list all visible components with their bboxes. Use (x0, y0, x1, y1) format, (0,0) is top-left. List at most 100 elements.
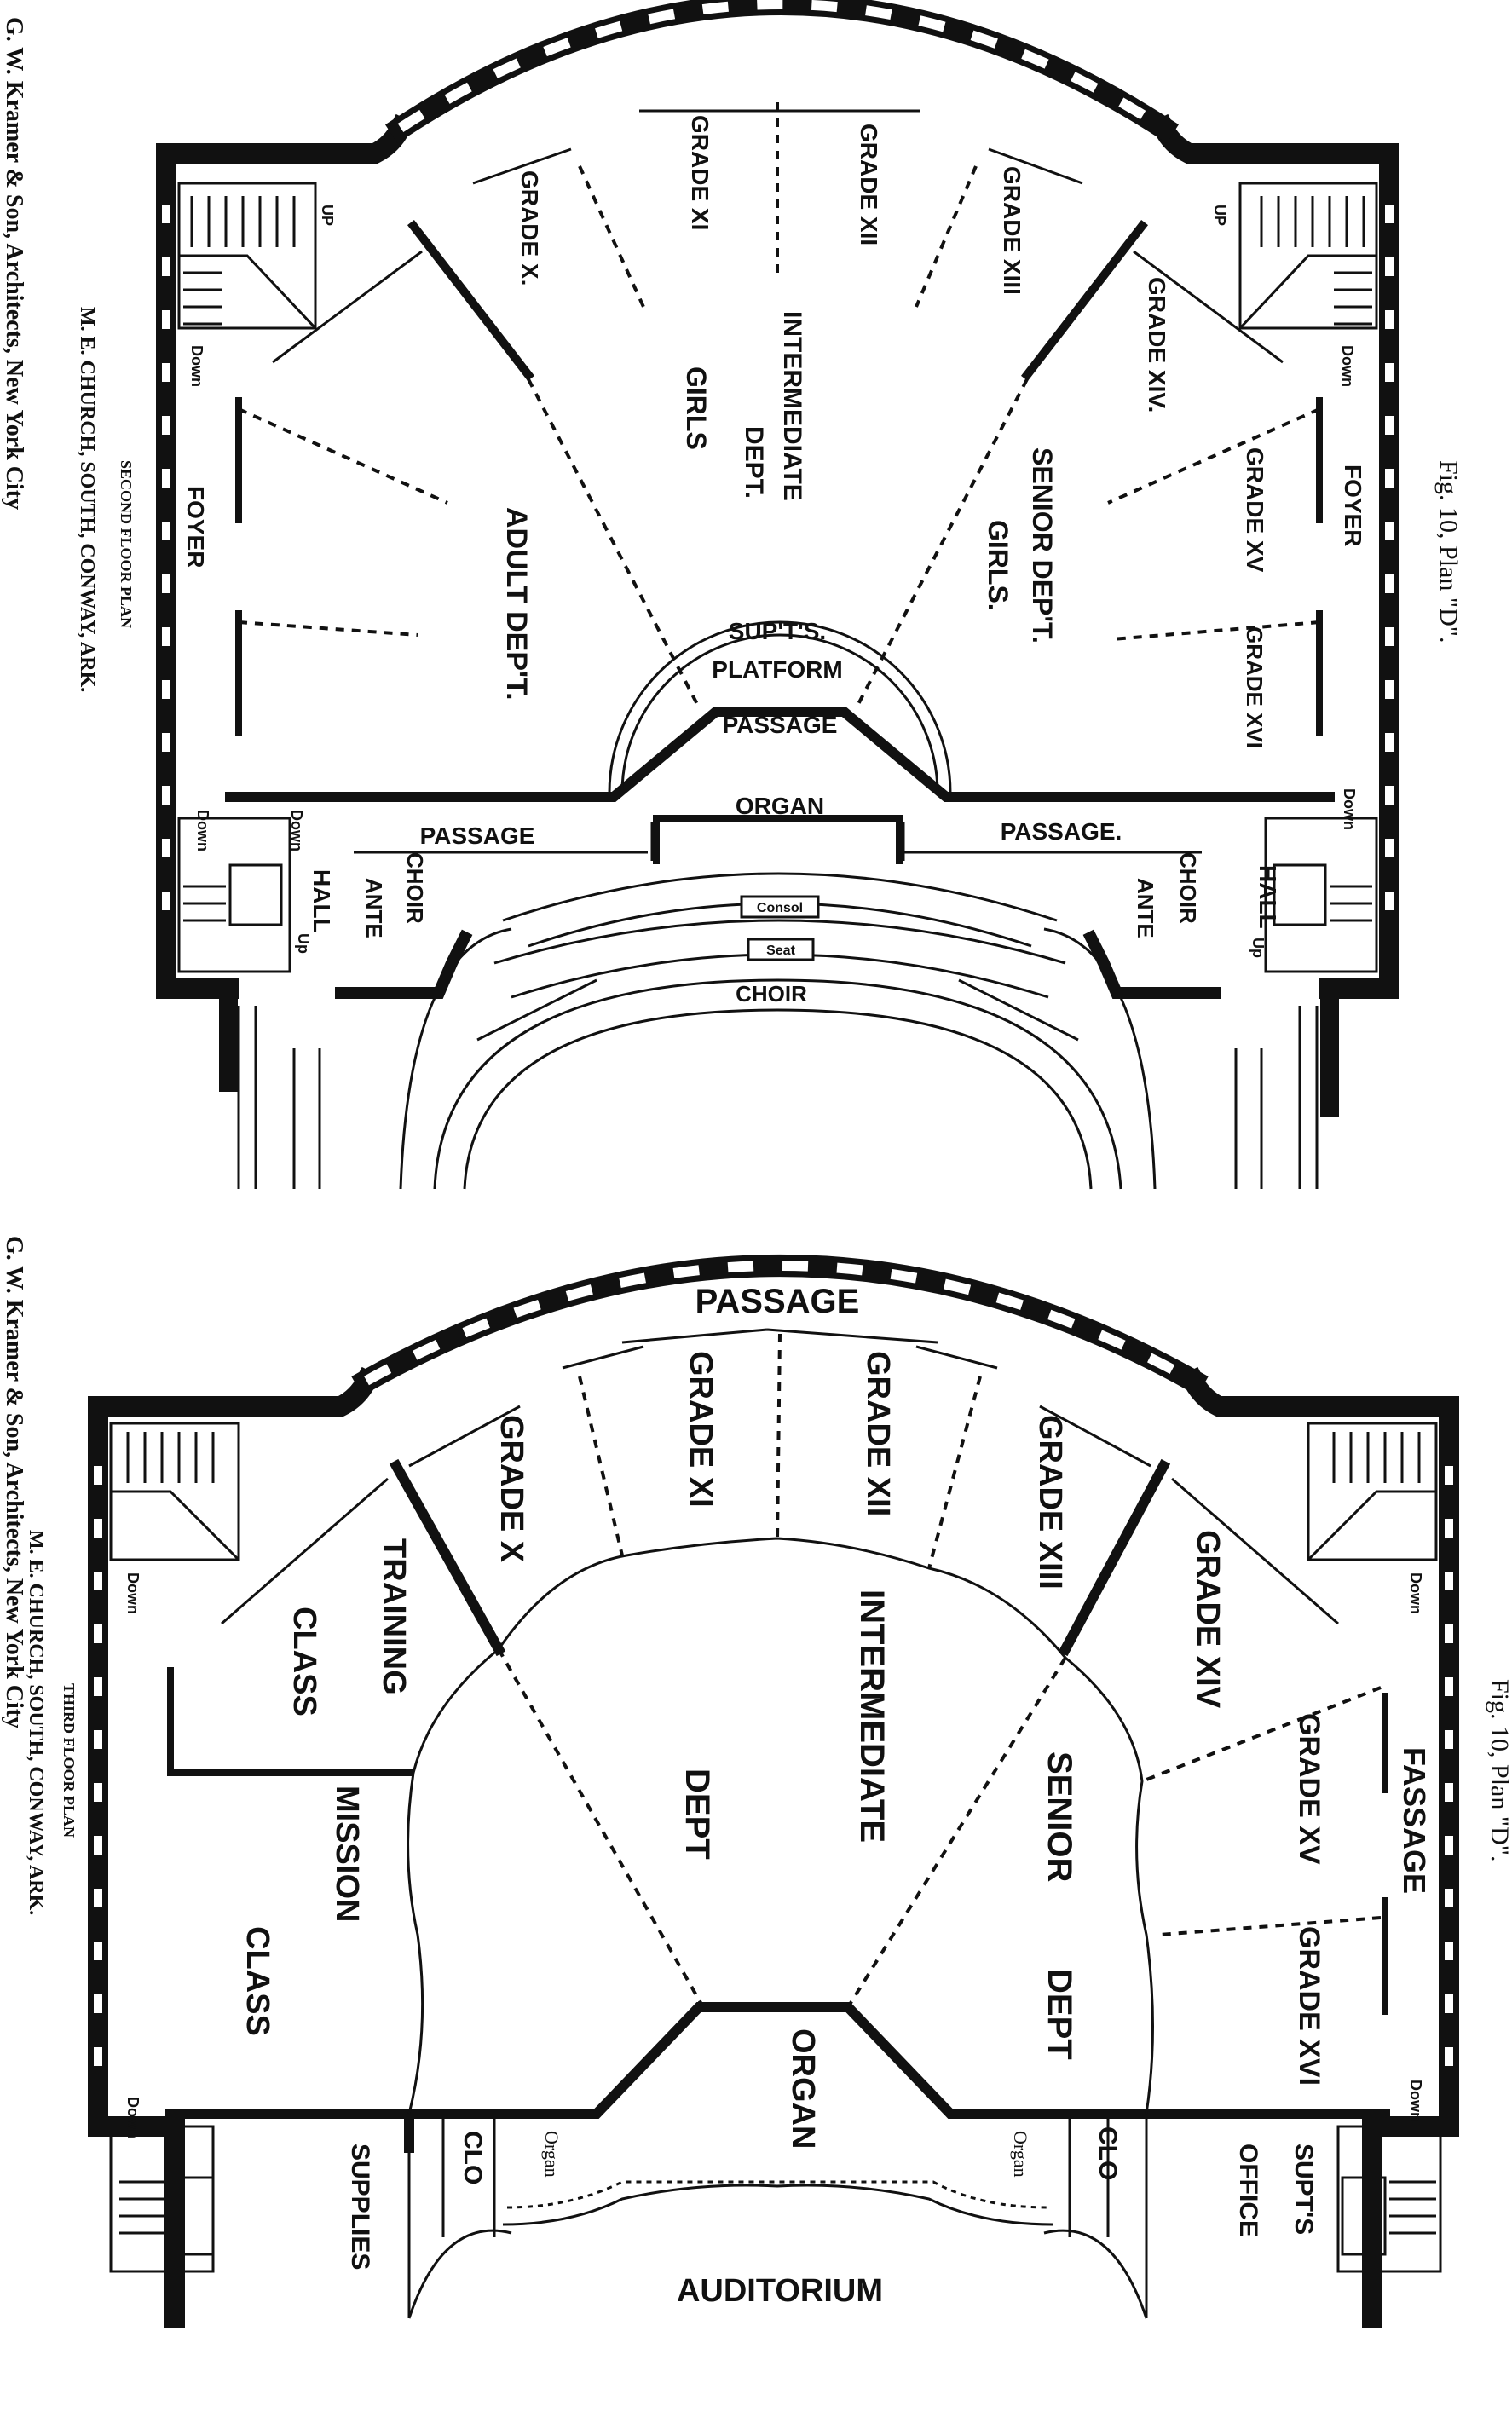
label-organ-lower: ORGAN (785, 2028, 821, 2149)
label-grade-xii: GRADE XII (856, 124, 882, 245)
room-labels-lower: PASSAGE GRADE X GRADE XI GRADE XII GRADE… (239, 1283, 1432, 2309)
label-girls: GIRLS (681, 366, 712, 450)
label-intermediate-lower: INTERMEDIATE (853, 1590, 891, 1843)
label-foyer-right: FOYER (1340, 465, 1366, 546)
caption-architects-2: G. W. Kramer & Son, Architects, New York… (1, 1236, 27, 1728)
lower-walls-upper (219, 979, 1339, 1189)
label-ante-right: ANTE (1133, 878, 1158, 938)
stair-lower-tl (109, 1422, 240, 1561)
label-training: TRAINING (376, 1538, 412, 1695)
caption-floor-2: THIRD FLOOR PLAN (61, 1683, 78, 1838)
label-grade-xiii: GRADE XIII (999, 166, 1025, 295)
label-intermediate: INTERMEDIATE (778, 311, 806, 501)
stair-lower-bl (109, 2125, 215, 2273)
label-training-class: CLASS (286, 1607, 322, 1717)
label-senior-lower: SENIOR (1041, 1751, 1078, 1882)
label-organ-small-left: Organ (541, 2131, 563, 2178)
label-up-tr: UP (1211, 205, 1228, 226)
label-auditorium: AUDITORIUM (677, 2273, 883, 2309)
third-floor-plan: PASSAGE GRADE X GRADE XI GRADE XII GRADE… (1, 1236, 1512, 2328)
label-grade-xi-lower: GRADE XI (683, 1351, 718, 1508)
label-grade-xii-lower: GRADE XII (860, 1351, 896, 1516)
label-clo-right: CLO (1094, 2126, 1122, 2180)
label-clo-left: CLO (459, 2131, 487, 2184)
label-grade-xiii-lower: GRADE XIII (1032, 1415, 1068, 1590)
second-floor-plan: GRADE X. GRADE XI GRADE XII GRADE XIII G… (1, 0, 1463, 1190)
label-down-tr-lower: Down (1407, 1572, 1424, 1614)
caption-figure-1: Fig. 10, Plan "D". (1434, 460, 1463, 643)
label-grade-xvi: GRADE XVI (1242, 626, 1267, 748)
label-passage-left: PASSAGE (420, 822, 535, 849)
label-supts: SUP'T'S. (729, 618, 826, 644)
label-ante-left: ANTE (361, 878, 387, 938)
label-passage-center: PASSAGE (723, 712, 838, 738)
label-intermediate-dept: DEPT. (740, 426, 768, 499)
label-down-tl: Down (188, 345, 205, 387)
label-consol: Consol (757, 901, 803, 915)
caption-floor-1: SECOND FLOOR PLAN (118, 460, 135, 628)
label-choir-ante-right: CHOIR (1175, 852, 1201, 924)
label-grade-xi: GRADE XI (687, 115, 713, 230)
label-down-ml: Down (194, 810, 211, 851)
label-organ-small-right: Organ (1010, 2131, 1031, 2178)
label-passage-right: PASSAGE. (1001, 818, 1122, 845)
label-mission-class: CLASS (239, 1926, 275, 2036)
label-down-tl-lower: Down (124, 1572, 141, 1614)
stair-labels-lower: Down Down Down Down (124, 1572, 1424, 2138)
dashed-partitions-upper (238, 102, 1320, 708)
caption-second-floor: G. W. Kramer & Son, Architects, New York… (1, 17, 1463, 692)
caption-third-floor: G. W. Kramer & Son, Architects, New York… (1, 1236, 1512, 1915)
stair-bottom-left (177, 817, 291, 973)
caption-church-2: M. E. CHURCH, SOUTH, CONWAY, ARK. (25, 1530, 47, 1915)
stair-bottom-right (1264, 817, 1378, 973)
label-grade-xv-lower: GRADE XV (1293, 1713, 1325, 1865)
label-grade-xv: GRADE XV (1242, 447, 1268, 573)
label-up-bl: Up (295, 933, 312, 954)
label-supts-office: SUPT'S (1290, 2144, 1318, 2235)
label-down-bl-lower: Down (124, 2097, 141, 2138)
scalloped-walls-lower (407, 1537, 1154, 2115)
label-passage-top: PASSAGE (695, 1283, 860, 1320)
outer-walls-upper (156, 0, 1399, 999)
label-down-ml2: Down (288, 810, 305, 851)
supts-platform (608, 620, 952, 793)
label-hall-left: HALL (309, 869, 335, 933)
label-up-tl: UP (319, 205, 336, 226)
label-seat: Seat (766, 943, 795, 958)
label-up-br: Up (1249, 938, 1267, 958)
label-down-br-lower: Down (1407, 2080, 1424, 2121)
label-down-mr: Down (1341, 788, 1358, 830)
stair-lower-tr (1307, 1422, 1438, 1561)
label-office: OFFICE (1234, 2144, 1262, 2237)
dashed-partitions-lower (497, 1333, 1382, 2009)
partitions-upper (225, 109, 1335, 861)
label-fassage: FASSAGE (1397, 1747, 1432, 1894)
stair-top-left (177, 182, 317, 330)
stair-labels-upper: UP UP Down Down Down Down Down Up Up (188, 205, 1358, 958)
caption-church-1: M. E. CHURCH, SOUTH, CONWAY, ARK. (76, 307, 98, 692)
label-down-tr: Down (1339, 345, 1356, 387)
label-grade-xiv-lower: GRADE XIV (1190, 1530, 1226, 1709)
caption-architects-1: G. W. Kramer & Son, Architects, New York… (1, 17, 27, 510)
label-supplies: SUPPLIES (346, 2144, 374, 2270)
caption-figure-2: Fig. 10, Plan "D". (1486, 1679, 1512, 1862)
label-grade-xiv: GRADE XIV. (1144, 277, 1170, 413)
label-senior-dept-lower: DEPT (1041, 1969, 1078, 2060)
label-adult-dept: ADULT DEP'T. (500, 507, 533, 701)
label-hall-right: HALL (1255, 865, 1281, 929)
stair-top-right (1238, 182, 1378, 330)
organ-pipes-lower (407, 2180, 1148, 2319)
label-organ: ORGAN (736, 793, 824, 819)
label-platform: PLATFORM (712, 656, 842, 683)
label-dept-lower: DEPT (678, 1769, 716, 1860)
label-choir-ante-left: CHOIR (402, 852, 428, 924)
choir-and-organ (335, 815, 1221, 1190)
label-mission: MISSION (329, 1786, 365, 1922)
label-senior-girls: GIRLS. (983, 520, 1013, 611)
label-grade-x-lower: GRADE X (493, 1415, 529, 1563)
stair-lower-br (1336, 2125, 1442, 2273)
label-senior-dept: SENIOR DEP'T. (1027, 447, 1058, 643)
room-labels-upper: GRADE X. GRADE XI GRADE XII GRADE XIII G… (182, 115, 1366, 1007)
